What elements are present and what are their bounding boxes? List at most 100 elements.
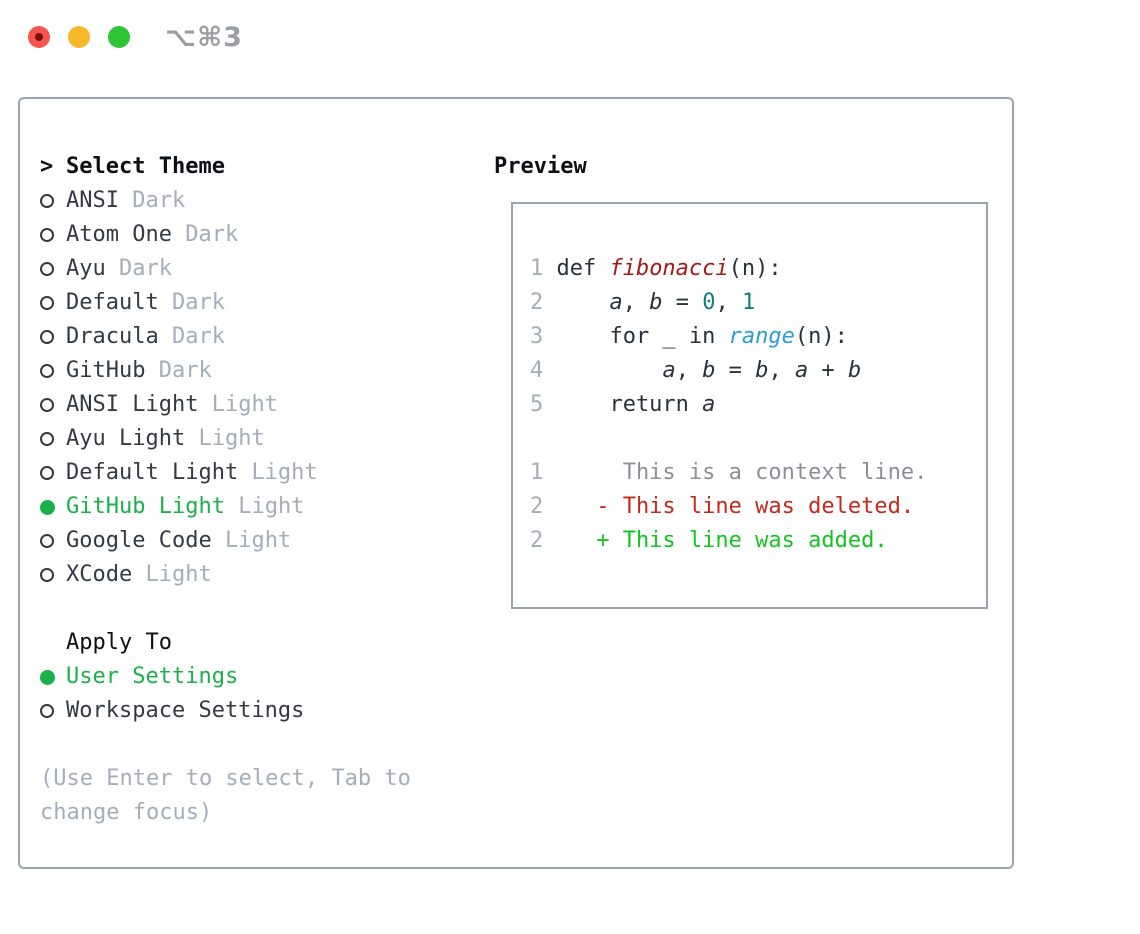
preview-header: Preview [494, 154, 587, 179]
code-token: b [847, 358, 862, 383]
theme-name: Ayu [66, 256, 106, 281]
radio-icon [40, 524, 66, 558]
theme-name: Ayu Light [66, 426, 186, 451]
select-theme-header: > Select Theme [40, 150, 492, 184]
radio-icon [40, 286, 66, 320]
preview-line: 2 - This line was deleted. [530, 490, 976, 524]
theme-name: GitHub Light [66, 494, 225, 519]
code-token: = [662, 290, 703, 315]
radio-selected-icon [40, 660, 66, 694]
line-number: 2 [530, 528, 544, 553]
code-token: b [702, 358, 716, 383]
theme-variant-label: Light [145, 562, 212, 587]
code-token: , [622, 290, 650, 315]
apply-option-label: User Settings [66, 664, 239, 689]
theme-option[interactable]: Ayu Dark [40, 252, 492, 286]
minimize-button[interactable] [68, 26, 90, 48]
theme-name: XCode [66, 562, 133, 587]
radio-selected-icon [40, 490, 66, 524]
line-number: 4 [530, 358, 544, 383]
keyboard-hint-text: (Use Enter to select, Tab to change focu… [40, 766, 411, 825]
preview-line: 2 + This line was added. [530, 524, 976, 558]
theme-variant-label: Light [251, 460, 318, 485]
code-token: , [715, 290, 742, 315]
zoom-button[interactable] [108, 26, 130, 48]
close-button[interactable] [28, 26, 50, 48]
code-token: a [662, 358, 676, 383]
radio-icon [40, 354, 66, 388]
code-token: for _ in [556, 324, 729, 349]
line-number: 1 [530, 460, 544, 485]
theme-name: GitHub [66, 358, 146, 383]
code-token [556, 358, 662, 383]
line-number: 2 [530, 494, 544, 519]
theme-name: Default Light [66, 460, 239, 485]
radio-icon [40, 422, 66, 456]
radio-icon [40, 694, 66, 728]
preview-line: 4 a, b = b, a + b [530, 354, 976, 388]
chevron-right-icon: > [40, 154, 54, 179]
theme-variant-label: Dark [119, 256, 172, 281]
code-token: fibonacci [609, 256, 729, 281]
spacer [40, 592, 492, 626]
theme-variant-label: Light [198, 426, 265, 451]
radio-icon [40, 252, 66, 286]
theme-name: Dracula [66, 324, 159, 349]
theme-variant-label: Light [224, 528, 292, 553]
theme-name: Atom One [66, 222, 172, 247]
code-token: + [808, 358, 848, 383]
theme-variant-label: Dark [171, 324, 225, 349]
theme-option[interactable]: GitHub Light Light [40, 490, 492, 524]
apply-option[interactable]: Workspace Settings [40, 694, 492, 728]
theme-variant-label: Dark [185, 222, 239, 247]
apply-option[interactable]: User Settings [40, 660, 492, 694]
theme-name: Google Code [66, 528, 212, 553]
window-title: ⌥⌘3 [165, 22, 243, 53]
preview-line: 1 This is a context line. [530, 456, 976, 490]
preview-line: 2 a, b = 0, 1 [530, 286, 976, 320]
theme-option[interactable]: Default Dark [40, 286, 492, 320]
select-theme-header-label: Select Theme [66, 154, 225, 179]
line-number: 5 [530, 392, 544, 417]
theme-option[interactable]: ANSI Light Light [40, 388, 492, 422]
theme-variant-label: Light [238, 494, 305, 519]
code-token: b [755, 358, 769, 383]
preview-line: 3 for _ in range(n): [530, 320, 976, 354]
code-token: 0 [702, 290, 716, 315]
spacer [40, 728, 492, 762]
theme-option[interactable]: Google Code Light [40, 524, 492, 558]
theme-option[interactable]: XCode Light [40, 558, 492, 592]
radio-icon [40, 388, 66, 422]
code-token: , [675, 358, 703, 383]
apply-to-header-label: Apply To [66, 630, 172, 655]
line-number: 3 [530, 324, 544, 349]
theme-name: ANSI Light [66, 392, 199, 417]
code-token: a [702, 392, 716, 417]
theme-option[interactable]: Ayu Light Light [40, 422, 492, 456]
code-token: = [715, 358, 756, 383]
code-token: This is a context line. [556, 460, 928, 485]
theme-option[interactable]: Default Light Light [40, 456, 492, 490]
radio-icon [40, 218, 66, 252]
code-token [556, 290, 609, 315]
radio-icon [40, 320, 66, 354]
code-token: (n): [728, 256, 782, 281]
preview-line: 5 return a [530, 388, 976, 422]
apply-to-header: Apply To [40, 626, 492, 660]
theme-name: Default [66, 290, 159, 315]
theme-variant-label: Light [211, 392, 278, 417]
theme-option[interactable]: Dracula Dark [40, 320, 492, 354]
theme-variant-label: Dark [171, 290, 225, 315]
radio-icon [40, 184, 66, 218]
radio-icon [40, 558, 66, 592]
code-token: a [794, 358, 809, 383]
theme-option[interactable]: Atom One Dark [40, 218, 492, 252]
radio-icon [40, 456, 66, 490]
theme-name: ANSI [66, 188, 119, 213]
